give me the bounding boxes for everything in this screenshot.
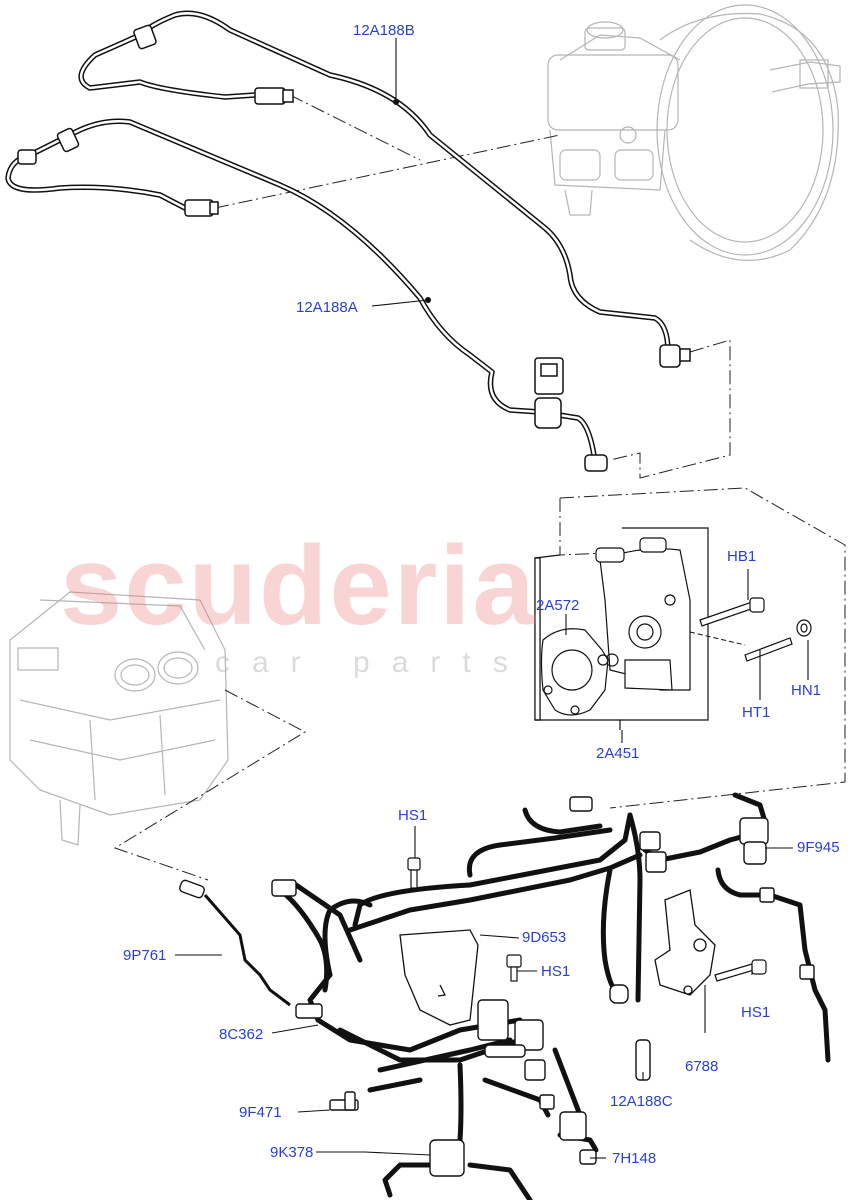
callout-ht1[interactable]: HT1 <box>742 704 771 721</box>
callout-9f471[interactable]: 9F471 <box>239 1104 282 1121</box>
stud-ht1 <box>744 637 793 662</box>
callout-hb1[interactable]: HB1 <box>727 548 757 565</box>
engine-cover-ghost <box>9 591 229 846</box>
heat-shield-9d653 <box>399 929 479 1026</box>
callout-12a188a[interactable]: 12A188A <box>296 299 358 316</box>
brake-booster-ghost <box>547 4 841 261</box>
callout-hs1-right[interactable]: HS1 <box>741 1004 771 1021</box>
callout-2a451[interactable]: 2A451 <box>596 745 640 762</box>
callout-7h148[interactable]: 7H148 <box>612 1150 657 1167</box>
hose-12a188b-fittings <box>133 24 691 368</box>
callout-hn1[interactable]: HN1 <box>791 682 822 699</box>
bolt-hs1-right <box>714 959 767 982</box>
hose-12a188a <box>5 118 598 465</box>
callout-9k378[interactable]: 9K378 <box>270 1144 314 1161</box>
hose-12a188b <box>78 10 671 355</box>
nut-hn1 <box>796 619 812 637</box>
callout-6788[interactable]: 6788 <box>685 1058 719 1075</box>
vacuum-harness-lower <box>277 792 831 1200</box>
vacuum-pump-assembly <box>534 527 709 730</box>
callout-8c362[interactable]: 8C362 <box>219 1026 264 1043</box>
watermark-sub: car parts <box>215 646 530 679</box>
callout-hs1-top[interactable]: HS1 <box>398 807 428 824</box>
bolt-hb1 <box>699 597 765 627</box>
bolt-hs1-top <box>407 857 421 889</box>
bracket-6788 <box>654 889 716 996</box>
callout-12a188b[interactable]: 12A188B <box>353 22 415 39</box>
callout-9f945[interactable]: 9F945 <box>797 839 840 856</box>
callout-9d653[interactable]: 9D653 <box>522 929 567 946</box>
callout-9p761[interactable]: 9P761 <box>123 947 167 964</box>
harness-fittings <box>179 796 815 1177</box>
hose-12a188a-fittings <box>17 127 608 472</box>
callout-2a572[interactable]: 2A572 <box>536 597 580 614</box>
bolt-hs1-mid <box>506 954 522 982</box>
callout-hs1-mid[interactable]: HS1 <box>541 963 571 980</box>
dash-dot-leaders <box>113 94 846 881</box>
callout-leaders <box>175 38 809 1159</box>
watermark-brand: scuderia <box>60 523 537 648</box>
callout-12a188c[interactable]: 12A188C <box>610 1093 673 1110</box>
